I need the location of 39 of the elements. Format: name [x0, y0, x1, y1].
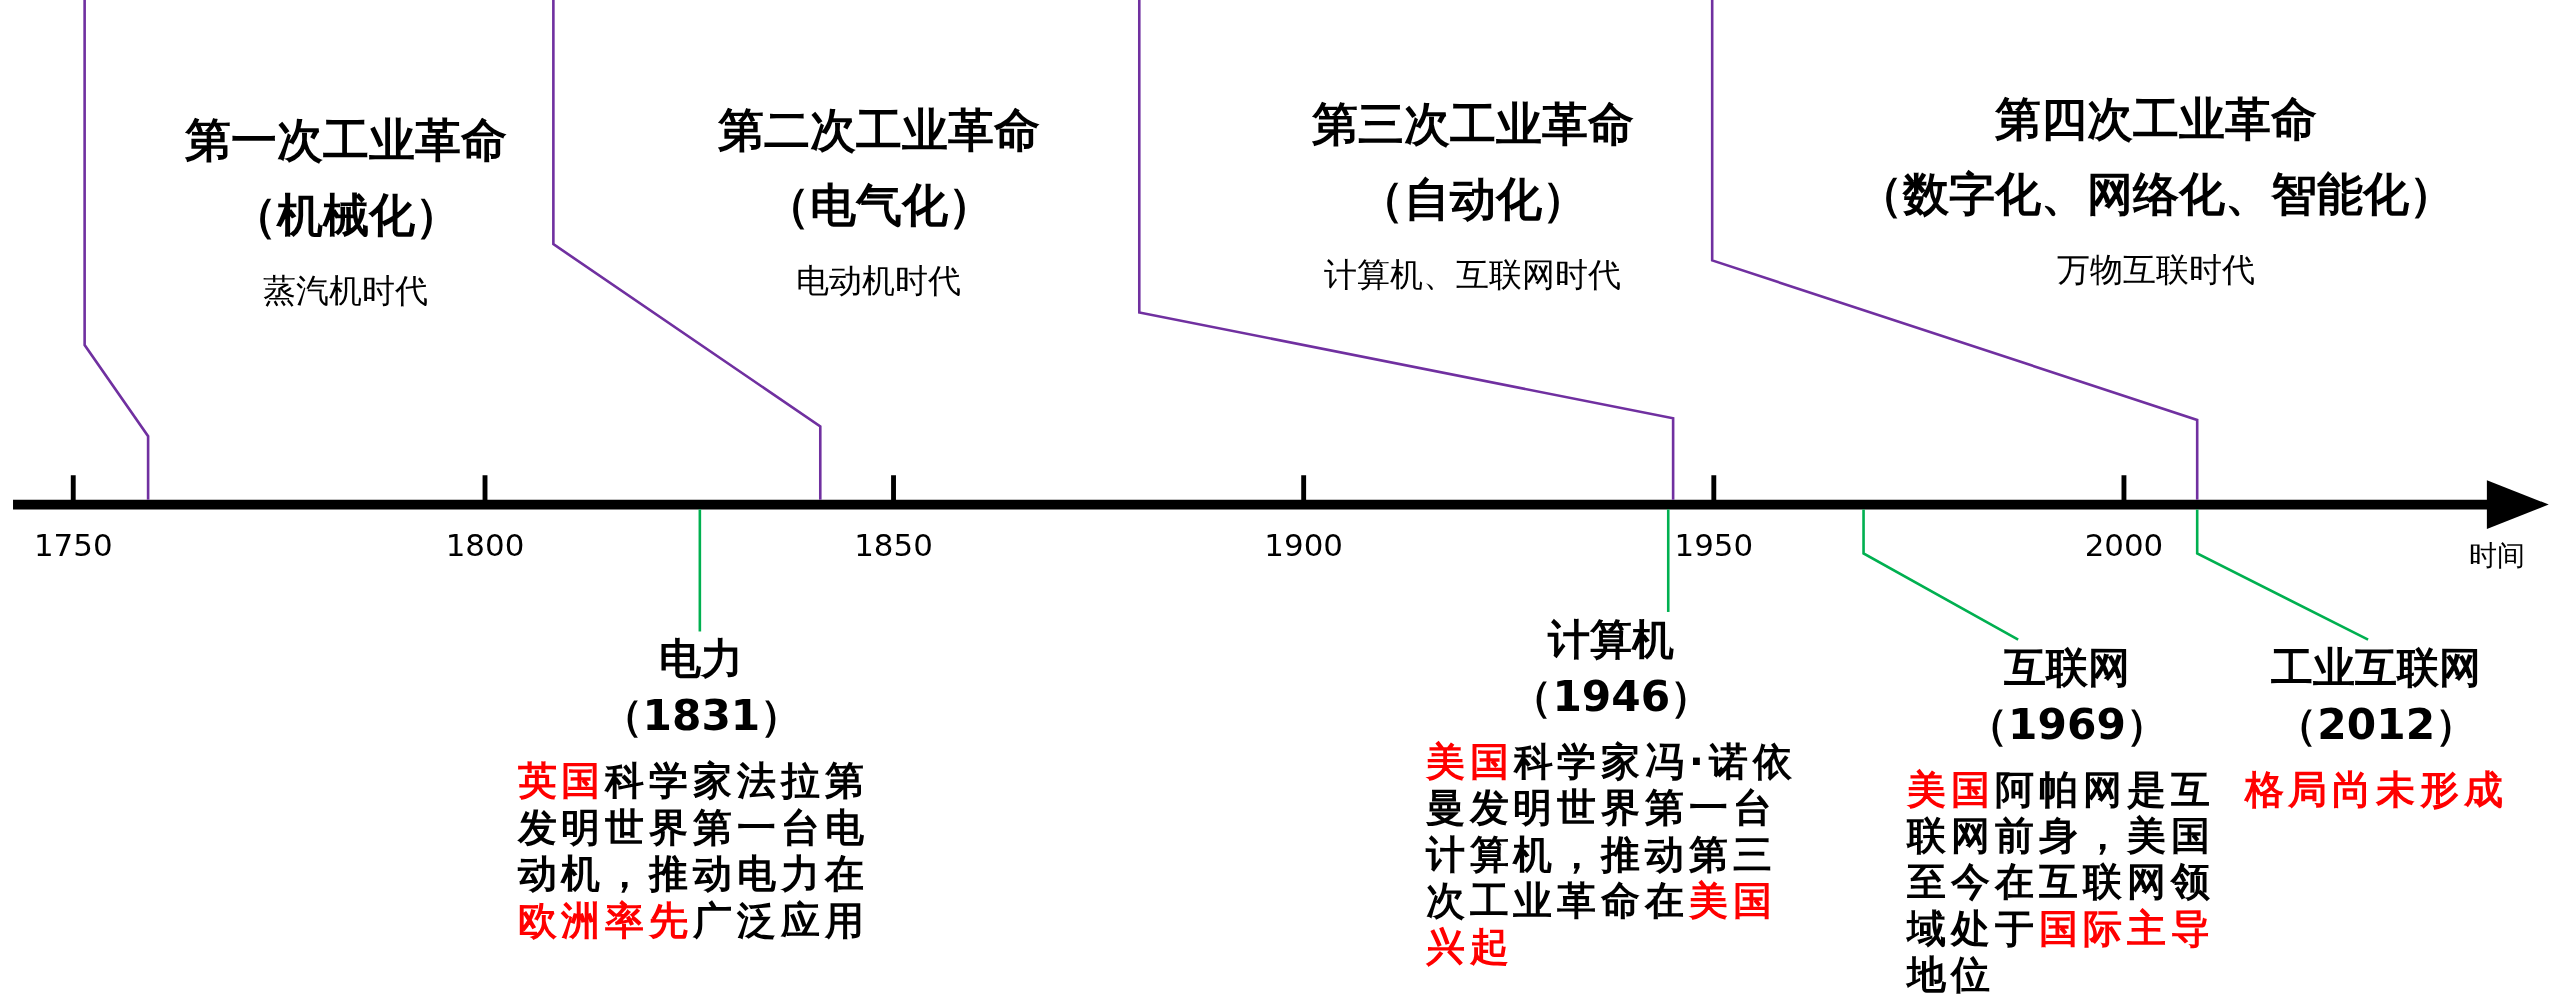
era-name: 蒸汽机时代 [262, 270, 430, 312]
year-label: 2000 [2084, 527, 2164, 564]
event-description: 美国科学家冯·诺依曼发明世界第一台计算机，推动第三次工业革命在美国兴起 [1425, 738, 1797, 971]
leader-line [1710, 0, 2199, 500]
event-description: 英国科学家法拉第发明世界第一台电动机，推动电力在欧洲率先广泛应用 [517, 758, 870, 944]
era-title: 第四次工业革命 [1994, 92, 2319, 148]
event-description: 美国阿帕网是互联网前身，美国至今在互联网领域处于国际主导地位 [1907, 766, 2216, 997]
event-year: （1969） [1965, 698, 2169, 751]
era-subtitle: （电气化） [762, 178, 995, 235]
era-title: 第二次工业革命 [716, 103, 1041, 160]
leader-line [83, 0, 150, 500]
event-year: （1946） [1509, 670, 1714, 723]
leader-line [1138, 0, 1675, 500]
leader-line [552, 0, 822, 500]
year-label: 1800 [445, 527, 525, 564]
event-year: （2012） [2274, 698, 2479, 751]
era-subtitle: （机械化） [229, 188, 462, 245]
era-name: 计算机、互联网时代 [1323, 254, 1623, 296]
axis-label: 时间 [2468, 538, 2525, 575]
leader-line [2195, 509, 2369, 641]
event-title: 计算机 [1546, 613, 1676, 666]
era-name: 万物互联时代 [2056, 249, 2257, 291]
era-subtitle: （自动化） [1356, 171, 1589, 228]
event-title: 工业互联网 [2270, 641, 2483, 694]
leader-line [698, 509, 702, 632]
era-subtitle: （数字化、网络化、智能化） [1856, 166, 2457, 223]
year-label: 1900 [1264, 527, 1343, 564]
era-title: 第三次工业革命 [1310, 96, 1635, 153]
era-name: 电动机时代 [795, 261, 963, 303]
leader-line [1666, 509, 1670, 612]
year-label: 1950 [1674, 527, 1754, 564]
event-title: 互联网 [2003, 641, 2131, 694]
year-label: 1750 [33, 527, 113, 564]
event-title: 电力 [658, 633, 745, 686]
year-label: 1850 [854, 527, 933, 564]
era-title: 第一次工业革命 [183, 113, 508, 170]
event-description: 格局尚未形成 [2243, 766, 2509, 813]
leader-line [1862, 509, 2019, 641]
event-year: （1831） [599, 690, 804, 743]
